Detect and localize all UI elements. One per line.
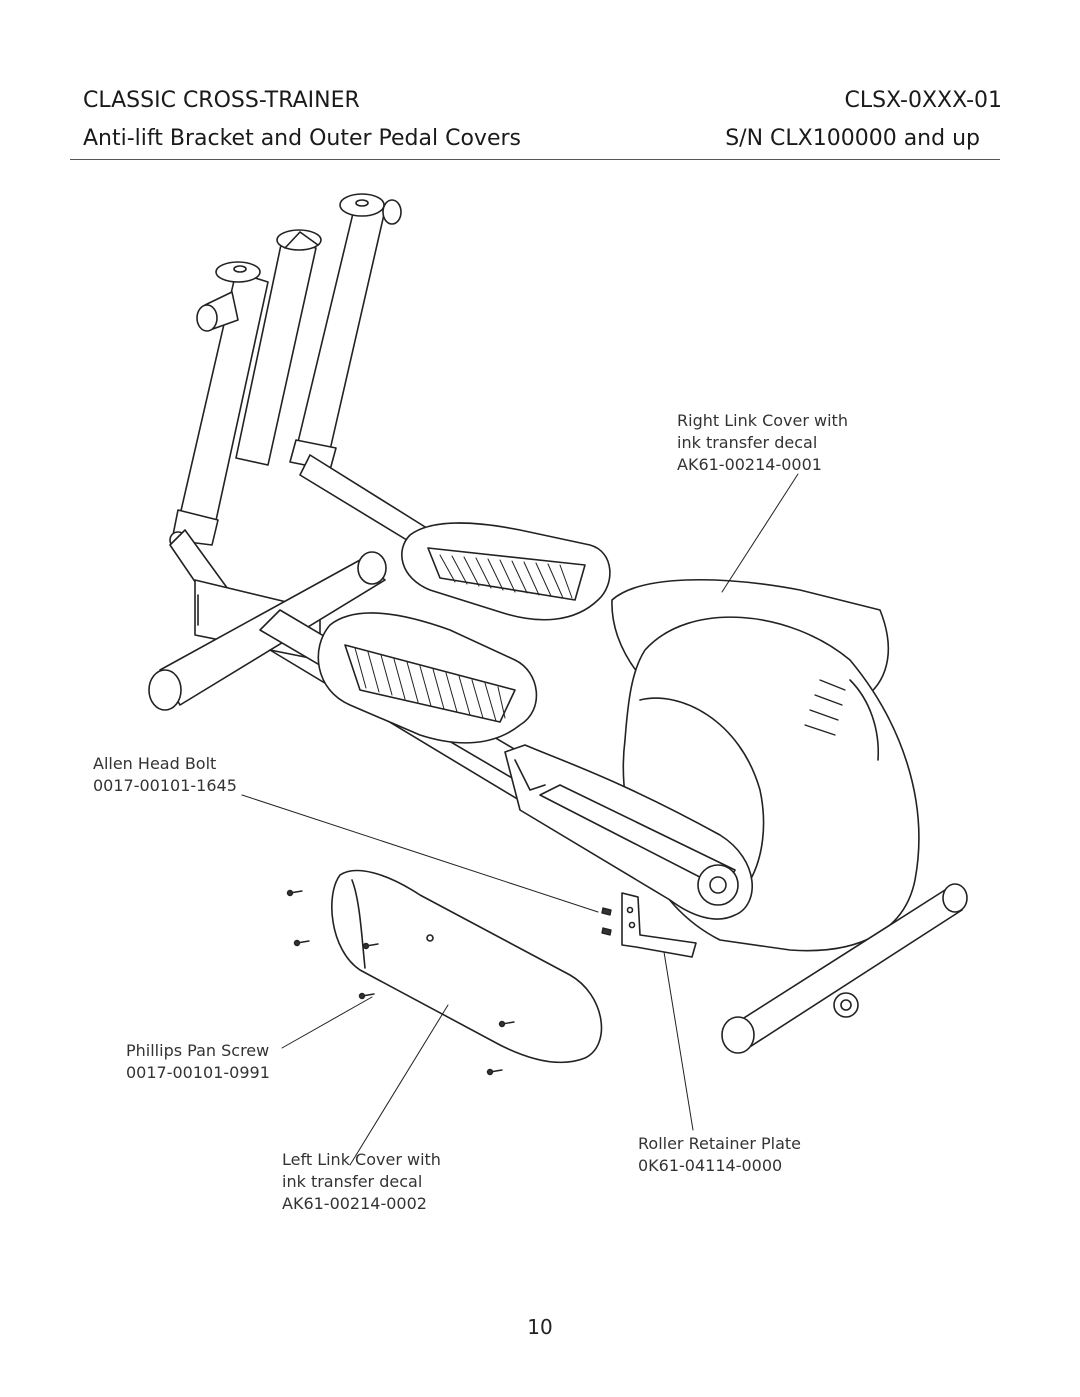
callout-left-link-cover: Left Link Cover with ink transfer decal … <box>282 1149 441 1215</box>
page-number: 10 <box>527 1315 553 1339</box>
callout-right-link-cover-line1: Right Link Cover with <box>677 411 848 430</box>
upright-arms <box>169 193 431 656</box>
fasteners <box>286 889 612 1076</box>
left-link-cover <box>331 869 603 1064</box>
callout-left-link-cover-part: AK61-00214-0002 <box>282 1194 427 1213</box>
callout-roller-retainer-plate-part: 0K61-04114-0000 <box>638 1156 783 1175</box>
callout-left-link-cover-line1: Left Link Cover with <box>282 1150 441 1169</box>
callout-allen-head-bolt-line1: Allen Head Bolt <box>93 754 217 773</box>
callout-phillips-pan-screw-part: 0017-00101-0991 <box>126 1063 270 1082</box>
serial-range: S/N CLX100000 and up <box>725 126 980 151</box>
leader-lines <box>241 473 799 1166</box>
model-number: CLSX-0XXX-01 <box>844 88 1002 113</box>
callout-right-link-cover: Right Link Cover with ink transfer decal… <box>677 410 848 476</box>
callout-right-link-cover-line2: ink transfer decal <box>677 433 818 452</box>
header-divider <box>70 159 1000 160</box>
callout-right-link-cover-part: AK61-00214-0001 <box>677 455 822 474</box>
callout-phillips-pan-screw: Phillips Pan Screw 0017-00101-0991 <box>126 1040 270 1084</box>
callout-allen-head-bolt-part: 0017-00101-1645 <box>93 776 237 795</box>
left-pedal <box>317 612 538 744</box>
inner-link-assembly <box>504 744 753 920</box>
callout-roller-retainer-plate-line1: Roller Retainer Plate <box>638 1134 802 1153</box>
callout-left-link-cover-line2: ink transfer decal <box>282 1172 423 1191</box>
right-pedal <box>401 522 611 621</box>
section-subtitle: Anti-lift Bracket and Outer Pedal Covers <box>83 126 521 151</box>
document-title: CLASSIC CROSS-TRAINER <box>83 88 360 113</box>
callout-roller-retainer-plate: Roller Retainer Plate 0K61-04114-0000 <box>638 1133 801 1177</box>
roller-retainer-plate <box>621 892 697 958</box>
callout-phillips-pan-screw-line1: Phillips Pan Screw <box>126 1041 270 1060</box>
callout-allen-head-bolt: Allen Head Bolt 0017-00101-1645 <box>93 753 237 797</box>
